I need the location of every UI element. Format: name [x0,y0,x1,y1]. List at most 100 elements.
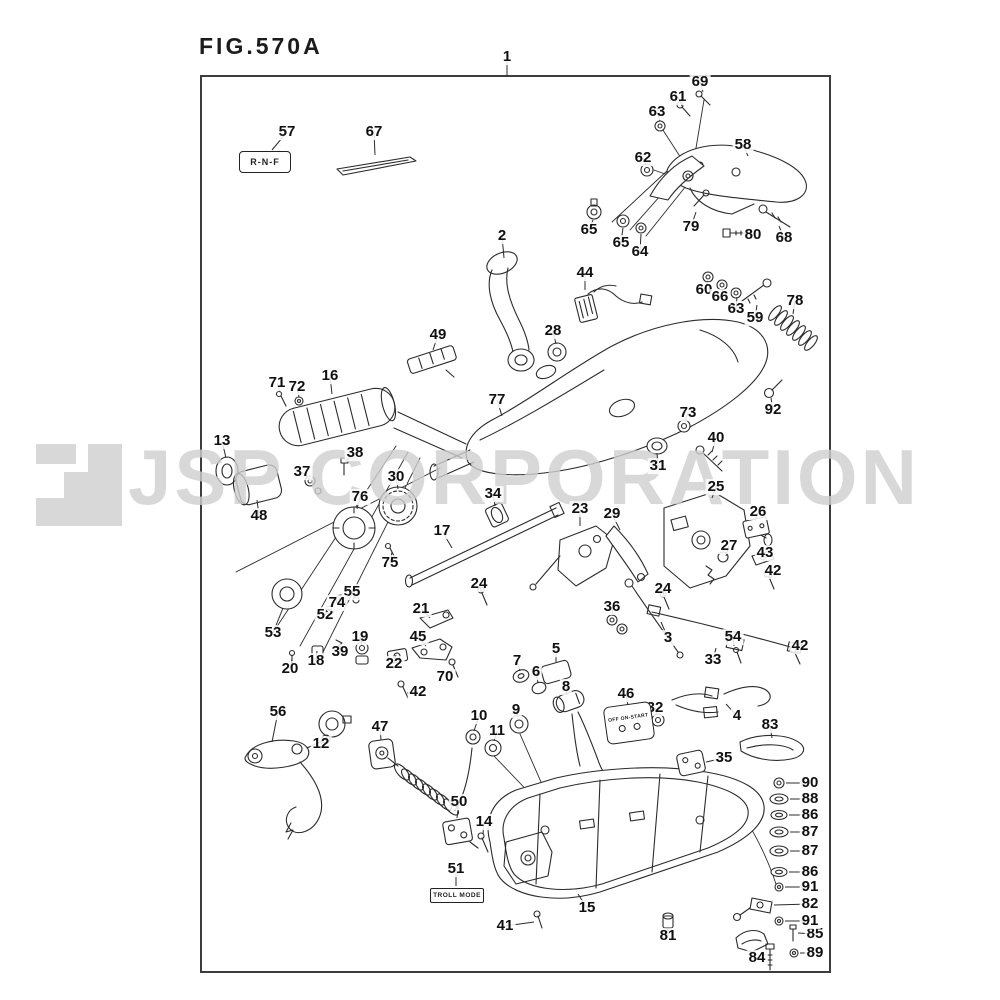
part-number-label: 82 [799,895,821,913]
part-number-label: 54 [722,628,744,646]
part-number-label: 11 [487,722,507,740]
part-number-label: 24 [468,575,490,593]
part-number-label: 63 [646,103,668,121]
part-number-label: 67 [363,123,385,141]
part-number-label: 85 [804,925,826,943]
part-number-label: 65 [610,234,632,252]
part-number-label: 36 [601,598,623,616]
part-number-label: 42 [407,683,429,701]
part-number-label: 25 [705,478,727,496]
part-number-label: 2 [495,227,509,245]
part-number-label: 89 [804,944,826,962]
part-number-label: 91 [799,912,821,930]
shift-pattern-plate: R-N-F [239,151,291,173]
part-number-label: 51 [445,860,467,878]
part-number-label: 66 [709,288,731,306]
part-number-label: 74 [326,594,348,612]
part-number-label: 42 [789,637,811,655]
part-number-label: 64 [629,243,651,261]
part-number-label: 86 [799,863,821,881]
part-number-label: 63 [725,300,747,318]
part-number-label: 84 [746,949,768,967]
part-number-label: 41 [494,917,516,935]
part-number-label: 34 [482,485,504,503]
part-number-label: 72 [286,378,308,396]
part-number-label: 92 [762,401,784,419]
part-number-label: 79 [680,218,702,236]
part-number-label: 30 [385,468,407,486]
part-number-label: 21 [410,600,432,618]
part-number-label: 45 [407,628,429,646]
part-number-label: 76 [349,488,371,506]
part-number-label: 75 [379,554,401,572]
part-number-label: 65 [578,221,600,239]
part-number-label: 87 [799,842,821,860]
part-number-label: 90 [799,774,821,792]
part-number-label: 58 [732,136,754,154]
part-number-label: 35 [713,749,735,767]
part-number-label: 14 [473,813,495,831]
part-number-label: 69 [689,73,711,91]
part-number-label: 13 [211,432,233,450]
part-number-label: 78 [784,292,806,310]
part-number-label: 59 [744,309,766,327]
part-number-label: 60 [693,281,715,299]
switch-panel-text: OFF ON-START [607,712,649,724]
part-number-label: 5 [549,640,563,658]
part-number-label: 49 [427,326,449,344]
part-number-label: 33 [702,651,724,669]
part-number-label: 56 [267,703,289,721]
part-number-label: 29 [601,505,623,523]
part-number-label: 37 [291,463,313,481]
part-number-label: 15 [576,899,598,917]
part-number-label: 68 [773,229,795,247]
part-number-label: 50 [448,793,470,811]
part-number-label: 1 [500,48,514,66]
part-number-label: 26 [747,503,769,521]
part-number-label: 53 [262,624,284,642]
part-number-label: 18 [305,652,327,670]
diagram-frame [200,75,831,973]
part-number-label: 10 [468,707,490,725]
part-number-label: 16 [319,367,341,385]
part-number-label: 38 [344,444,366,462]
part-number-label: 7 [510,652,524,670]
part-number-label: 3 [661,629,675,647]
part-number-label: 88 [799,790,821,808]
part-number-label: 91 [799,878,821,896]
part-number-label: 28 [542,322,564,340]
part-number-label: 83 [759,716,781,734]
part-number-label: 6 [529,663,543,681]
part-number-label: 62 [632,149,654,167]
part-number-label: 24 [652,580,674,598]
part-number-label: 81 [657,927,679,945]
part-number-label: 71 [266,374,288,392]
part-number-label: 43 [754,544,776,562]
part-number-label: 47 [369,718,391,736]
part-number-label: 46 [615,685,637,703]
part-number-label: 8 [559,678,573,696]
part-number-label: 77 [486,391,508,409]
part-number-label: 17 [431,522,453,540]
part-number-label: 39 [329,643,351,661]
part-number-label: 61 [667,88,689,106]
troll-mode-plate: TROLL MODE [430,888,484,903]
ignition-switch-panel: OFF ON-START [602,700,656,746]
switch-panel-holes [618,722,642,733]
part-number-label: 73 [677,404,699,422]
part-number-label: 31 [647,457,669,475]
part-number-label: 19 [349,628,371,646]
switch-hole-icon [618,724,627,733]
part-number-label: 12 [310,735,332,753]
part-number-label: 40 [705,429,727,447]
part-number-label: 23 [569,500,591,518]
part-number-label: 9 [509,701,523,719]
watermark-logo [36,444,122,526]
part-number-label: 87 [799,823,821,841]
switch-hole-icon [633,722,642,731]
part-number-label: 70 [434,668,456,686]
part-number-label: 57 [276,123,298,141]
part-number-label: 42 [762,562,784,580]
part-number-label: 27 [718,537,740,555]
